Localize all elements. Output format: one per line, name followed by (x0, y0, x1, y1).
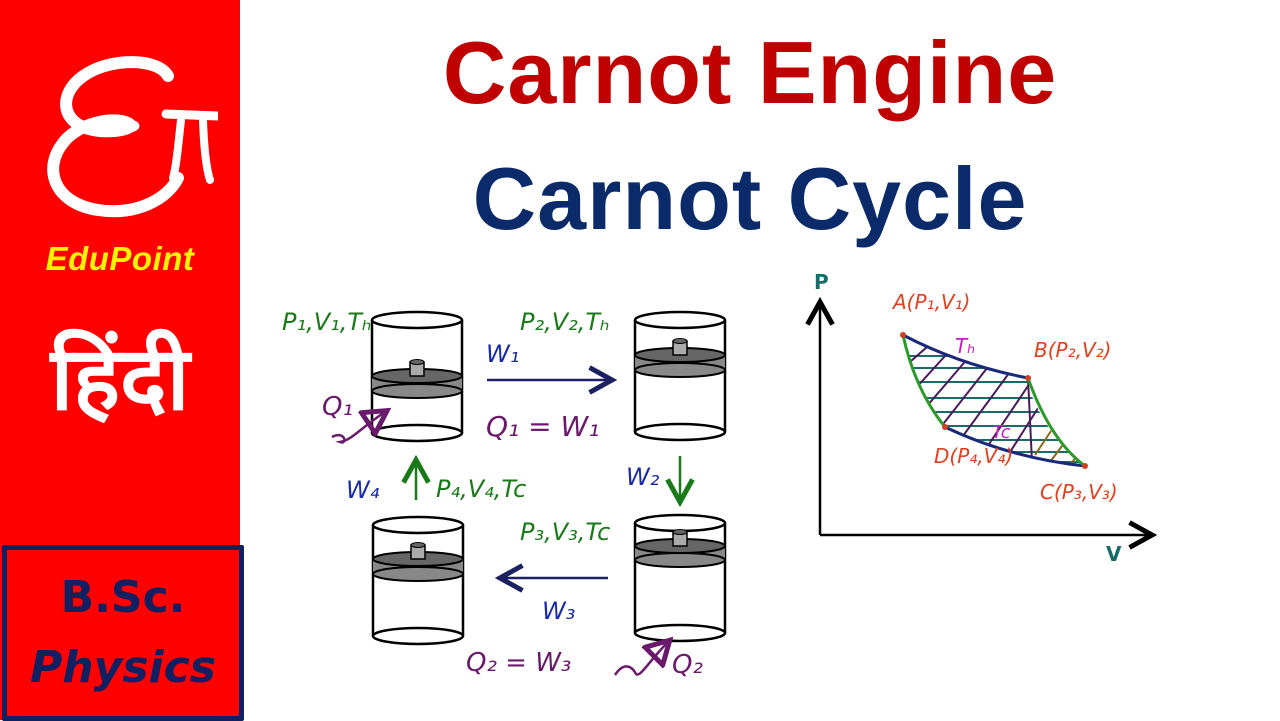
cylinder-state-4-icon (371, 515, 465, 646)
channel-sidebar: EduPoint हिंदी B.Sc. Physics (0, 0, 244, 721)
adiabat-da-curve (901, 334, 947, 428)
heat-q1-label: Q₁ (322, 392, 353, 422)
cold-isotherm-curve (944, 425, 1086, 468)
point-a-marker (900, 332, 906, 338)
equation-q2-w3: Q₂ = W₃ (466, 648, 572, 678)
state-1-label: P₁,V₁,Tₕ (282, 308, 372, 336)
title-carnot-cycle: Carnot Cycle (472, 149, 1028, 248)
cylinder-state-3-icon (633, 513, 727, 643)
work-w2-label: W₂ (626, 463, 660, 491)
point-a-label: A(P₁,V₁) (893, 290, 971, 314)
title-carnot-engine: Carnot Engine (442, 23, 1058, 122)
course-degree: B.Sc. (60, 572, 186, 623)
v-axis-label: V (1106, 542, 1122, 566)
equation-q1-w1: Q₁ = W₁ (486, 410, 600, 443)
course-subject: Physics (30, 642, 216, 693)
p-axis-label: P (814, 270, 829, 294)
point-c-marker (1082, 463, 1088, 469)
hot-isotherm-curve (902, 333, 1029, 380)
work-w1-label: W₁ (486, 340, 520, 368)
adiabat-bc-curve (1026, 377, 1086, 468)
point-d-label: D(P₄,V₄) (934, 444, 1014, 468)
e-pi-logo-icon (47, 56, 218, 218)
language-label: हिंदी (50, 327, 190, 430)
heat-in-squiggle-icon (331, 412, 385, 444)
brand-name: EduPoint (45, 240, 195, 277)
hot-temp-label: Tₕ (955, 334, 976, 358)
point-b-label: B(P₂,V₂) (1034, 338, 1112, 362)
heat-out-squiggle-icon (613, 642, 668, 676)
cylinder-state-2-icon (633, 310, 727, 442)
cold-temp-label: Tc (992, 422, 1011, 443)
course-badge: B.Sc. Physics (2, 545, 244, 721)
point-c-label: C(P₃,V₃) (1040, 480, 1118, 504)
state-3-label: P₃,V₃,Tc (520, 518, 611, 546)
state-2-label: P₂,V₂,Tₕ (520, 308, 610, 336)
work-w4-label: W₄ (346, 476, 380, 504)
point-d-marker (942, 424, 948, 430)
state-4-label: P₄,V₄,Tc (436, 475, 527, 503)
cylinder-state-1-icon (370, 310, 464, 443)
point-b-marker (1025, 375, 1031, 381)
heat-q2-label: Q₂ (672, 650, 703, 680)
work-w3-label: W₃ (542, 597, 576, 625)
